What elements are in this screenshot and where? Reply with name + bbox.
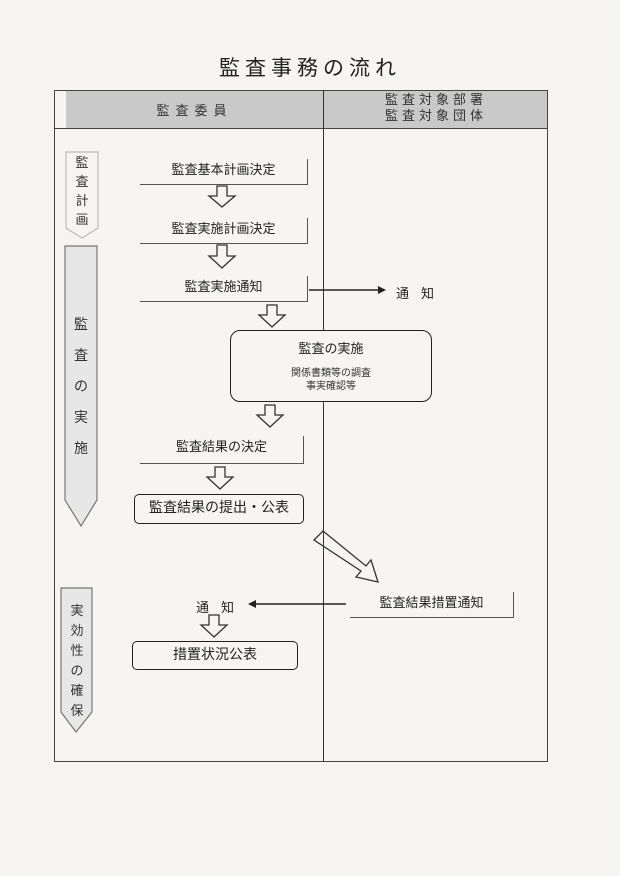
phase-char: の <box>70 664 84 679</box>
phase-label-effectiveness: 実 効 性 の 確 保 <box>62 602 92 722</box>
phase-arrow-execution <box>64 245 98 528</box>
box-measures-publish: 措置状況公表 <box>132 641 298 670</box>
notify-arrow-right <box>378 286 386 294</box>
step-measures-notice: 監査結果措置通知 <box>350 592 514 618</box>
header-band <box>66 90 548 128</box>
down-arrow-4 <box>255 404 285 428</box>
column-divider <box>323 90 324 762</box>
notify-label-left: 通知 <box>196 601 247 616</box>
column-header-audited-line2: 監査対象団体 <box>384 109 487 124</box>
diagram-frame <box>54 90 548 762</box>
phase-char: 査 <box>75 175 89 190</box>
audit-execution-detail-line1: 関係書類等の調査 <box>291 368 371 379</box>
column-header-audited-line1: 監査対象部署 <box>384 93 487 108</box>
audit-execution-title: 監査の実施 <box>298 342 364 357</box>
phase-arrow-planning <box>65 151 99 239</box>
down-arrow-1 <box>207 185 237 208</box>
step-basic-plan: 監査基本計画決定 <box>140 159 308 185</box>
phase-char: 施 <box>74 441 88 457</box>
phase-char: 保 <box>70 704 84 719</box>
phase-char: 実 <box>74 410 88 426</box>
phase-char: 効 <box>70 624 84 639</box>
phase-char: 監 <box>74 317 88 333</box>
phase-char: 査 <box>74 348 88 364</box>
phase-arrow-effectiveness <box>60 587 93 733</box>
diagonal-arrow <box>312 530 379 583</box>
phase-char: 確 <box>70 684 84 699</box>
down-arrow-5 <box>205 466 235 490</box>
phase-char: 計 <box>75 194 89 209</box>
diagram-title: 監査事務の流れ <box>219 56 401 80</box>
column-header-audited: 監査対象部署 監査対象団体 <box>324 93 548 125</box>
phase-char: 実 <box>70 604 84 619</box>
header-divider <box>54 128 548 129</box>
notify-arrow-left <box>248 600 256 608</box>
phase-char: 監 <box>75 156 89 171</box>
box-result-submit: 監査結果の提出・公表 <box>134 494 304 524</box>
phase-char: の <box>74 379 88 395</box>
step-result-decision: 監査結果の決定 <box>140 436 304 464</box>
phase-label-execution: 監 査 の 実 施 <box>66 310 96 465</box>
step-exec-notice: 監査実施通知 <box>140 276 308 302</box>
phase-label-planning: 監 査 計 画 <box>67 154 97 230</box>
audit-execution-detail-line2: 事実確認等 <box>306 381 356 392</box>
notify-label-right: 通知 <box>396 287 447 302</box>
audit-execution-detail: 関係書類等の調査 事実確認等 <box>231 367 431 393</box>
down-arrow-2 <box>207 244 237 269</box>
phase-char: 性 <box>70 644 84 659</box>
phase-char: 画 <box>75 213 89 228</box>
column-header-audit-committee: 監査委員 <box>156 104 233 119</box>
down-arrow-6 <box>199 614 229 638</box>
down-arrow-3 <box>257 304 287 328</box>
step-exec-plan: 監査実施計画決定 <box>140 218 308 244</box>
box-audit-execution: 監査の実施 関係書類等の調査 事実確認等 <box>230 330 432 402</box>
